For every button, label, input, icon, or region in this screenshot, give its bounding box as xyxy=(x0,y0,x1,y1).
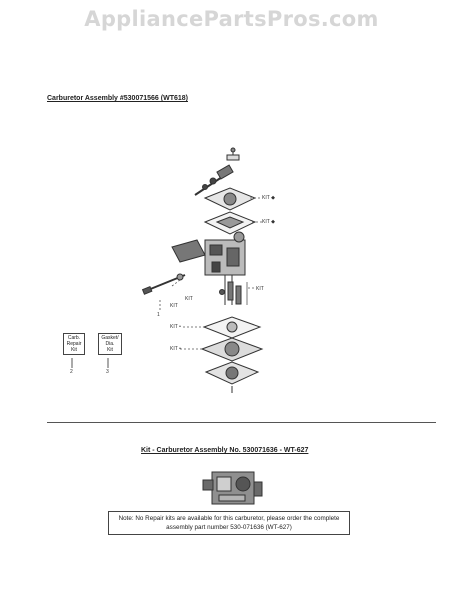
legend-line: Gasket/ xyxy=(101,335,119,341)
kit-callout-needle: KIT xyxy=(170,303,178,309)
kit-callout-springs: KIT xyxy=(256,286,264,292)
part-spring-pin xyxy=(194,164,234,196)
legend-line: Kit xyxy=(71,347,77,353)
legend-line: Kit xyxy=(107,347,113,353)
legend-line: Carb. xyxy=(67,335,81,341)
legend-line: Repair xyxy=(66,341,82,347)
repair-note-box: Note: No Repair kits are available for t… xyxy=(108,511,350,535)
part-cover-plate-lower xyxy=(204,361,260,393)
part-needle-left xyxy=(141,273,186,295)
part-top-screw xyxy=(226,147,240,161)
part-carburetor-body xyxy=(171,231,246,305)
kit-callout-upper-gasket: KIT ◆ xyxy=(262,219,275,225)
part-diaphragm-lower xyxy=(200,337,264,362)
ref-number-1: 1 xyxy=(157,312,160,318)
part-gasket-lower xyxy=(202,316,262,339)
part-gasket-upper xyxy=(203,211,257,235)
legend-gasket-dia-kit: Gasket/ Dia. Kit xyxy=(98,333,122,355)
watermark: AppliancePartsPros.com xyxy=(84,7,379,31)
part-springs-right xyxy=(219,281,242,305)
kit-assembly-photo xyxy=(202,471,263,505)
legend-line: Dia. xyxy=(105,341,115,347)
kit-callout-lower-gasket: KIT • xyxy=(170,324,181,330)
kit-callout-upper-plate: KIT ◆ xyxy=(262,195,275,201)
kit-section-title: Kit - Carburetor Assembly No. 530071636 … xyxy=(141,447,309,454)
legend-carb-repair-kit: Carb. Repair Kit xyxy=(63,333,85,355)
diagram-title: Carburetor Assembly #530071566 (WT618) xyxy=(47,95,188,102)
section-divider xyxy=(47,422,436,423)
kit-callout-lower-diaphragm: KIT • xyxy=(170,346,181,352)
part-cover-plate-upper xyxy=(203,187,257,211)
ref-number-2: 2 xyxy=(70,369,73,375)
ref-number-3: 3 xyxy=(106,369,109,375)
kit-callout-middle: KIT xyxy=(185,296,193,302)
